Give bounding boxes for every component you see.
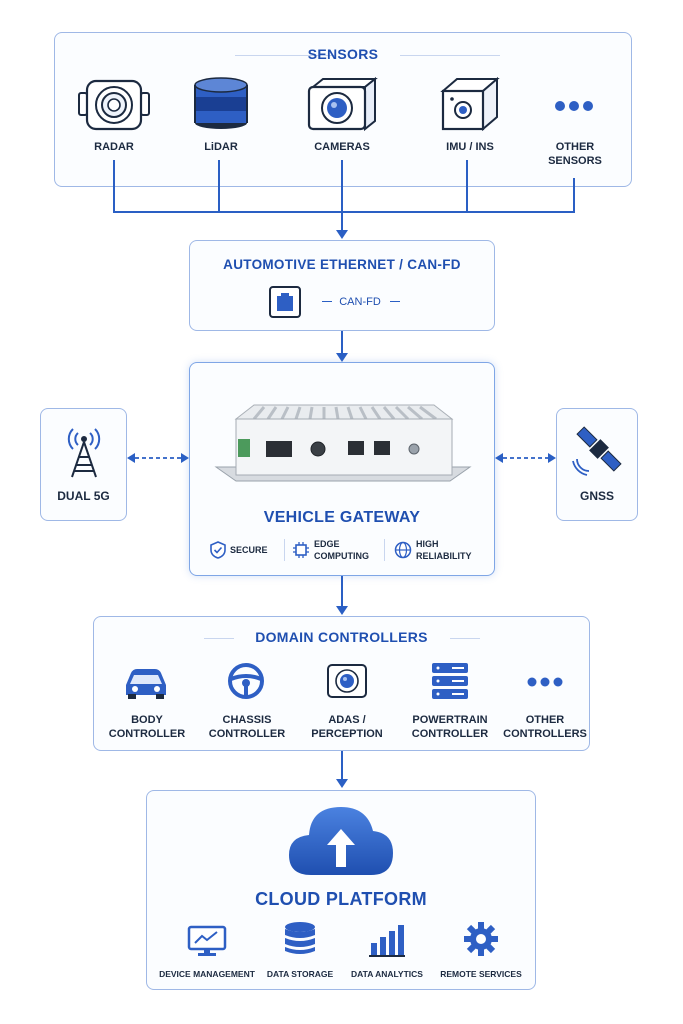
sensor-label-other: OTHER SENSORS [548, 141, 602, 167]
feature-edge-label: EDGE COMPUTING [314, 539, 369, 561]
title-rule-right [450, 638, 480, 639]
dual5g-panel: DUAL 5G [40, 408, 127, 521]
cloud-upload-icon [287, 803, 395, 877]
canfd-dash-right [390, 301, 400, 302]
server-icon [430, 661, 470, 701]
controller-label-powertrain: POWERTRAIN CONTROLLER [411, 714, 489, 740]
feature-secure-label: SECURE [230, 545, 268, 555]
shield-check-icon [210, 541, 226, 559]
connector-cameras [341, 160, 343, 212]
sensor-label-radar: RADAR [94, 141, 134, 153]
bidirectional-link-gnss [495, 452, 556, 464]
network-panel: AUTOMOTIVE ETHERNET / CAN-FD CAN-FD [189, 240, 495, 331]
gateway-to-domain-line [341, 576, 343, 608]
connector-lidar [218, 160, 220, 212]
gateway-device-image [214, 397, 472, 487]
gateway-title: VEHICLE GATEWAY [263, 509, 421, 526]
connector-radar [113, 160, 115, 212]
dual5g-label: DUAL 5G [57, 489, 110, 503]
arrow-down-icon [336, 230, 348, 239]
bar-chart-icon [369, 923, 405, 957]
network-title: AUTOMOTIVE ETHERNET / CAN-FD [223, 257, 461, 272]
cloud-panel: CLOUD PLATFORM DEVICE MANAGEMENT DATA ST… [146, 790, 536, 990]
sensors-panel: SENSORS [54, 32, 632, 187]
cloud-label-data-analytics: DATA ANALYTICS [351, 969, 423, 979]
arrow-down-icon [336, 353, 348, 362]
gnss-panel: GNSS [556, 408, 638, 521]
controller-label-chassis: CHASSIS CONTROLLER [208, 714, 286, 740]
network-to-gateway-line [341, 331, 343, 355]
connector-imu [466, 160, 468, 212]
connector-other [573, 178, 575, 212]
cell-tower-icon [59, 423, 109, 479]
sensor-bus-line [113, 211, 575, 213]
title-rule-right [400, 55, 500, 56]
steering-wheel-icon [226, 661, 266, 701]
canfd-dash-left [322, 301, 332, 302]
car-icon [122, 665, 170, 699]
monitor-chart-icon [187, 925, 227, 957]
controller-label-body: BODY CONTROLLER [108, 714, 186, 740]
radar-icon [77, 77, 151, 133]
feature-divider [384, 539, 385, 561]
lidar-icon [191, 73, 251, 133]
gear-icon [463, 921, 499, 957]
title-rule-left [235, 55, 335, 56]
cloud-label-data-storage: DATA STORAGE [266, 969, 334, 979]
canfd-label: CAN-FD [339, 296, 381, 308]
camera-icon [305, 75, 379, 133]
domain-to-cloud-line [341, 751, 343, 781]
more-icon [553, 99, 595, 113]
controller-label-adas: ADAS / PERCEPTION [311, 714, 383, 740]
more-icon [526, 676, 564, 688]
cloud-title: CLOUD PLATFORM [255, 889, 427, 909]
sensor-label-cameras: CAMERAS [314, 141, 370, 153]
cloud-label-remote-services: REMOTE SERVICES [440, 969, 522, 979]
sensor-label-imu: IMU / INS [446, 141, 494, 153]
feature-reliability-label: HIGH RELIABILITY [416, 539, 472, 561]
domain-title: DOMAIN CONTROLLERS [255, 629, 428, 645]
imu-icon [439, 73, 503, 133]
satellite-icon [571, 423, 625, 479]
chip-icon [292, 541, 310, 559]
adas-camera-icon [326, 663, 368, 699]
sensor-label-lidar: LiDAR [204, 141, 238, 153]
globe-icon [394, 541, 412, 559]
ethernet-port-icon [268, 285, 302, 319]
bidirectional-link-5g [127, 452, 189, 464]
arrow-down-icon [336, 779, 348, 788]
title-rule-left [204, 638, 234, 639]
sensors-title: SENSORS [307, 46, 379, 62]
domain-panel: DOMAIN CONTROLLERS BODY CONTROLLER CHASS… [93, 616, 590, 751]
gateway-panel: VEHICLE GATEWAY SECURE EDGE COMPUTING HI… [189, 362, 495, 576]
cloud-label-device-management: DEVICE MANAGEMENT [159, 969, 255, 979]
gnss-label: GNSS [579, 489, 614, 503]
database-icon [283, 921, 317, 957]
arrow-down-icon [336, 606, 348, 615]
sensor-trunk-line [341, 211, 343, 233]
feature-divider [284, 539, 285, 561]
controller-label-other: OTHER CONTROLLERS [503, 714, 587, 740]
